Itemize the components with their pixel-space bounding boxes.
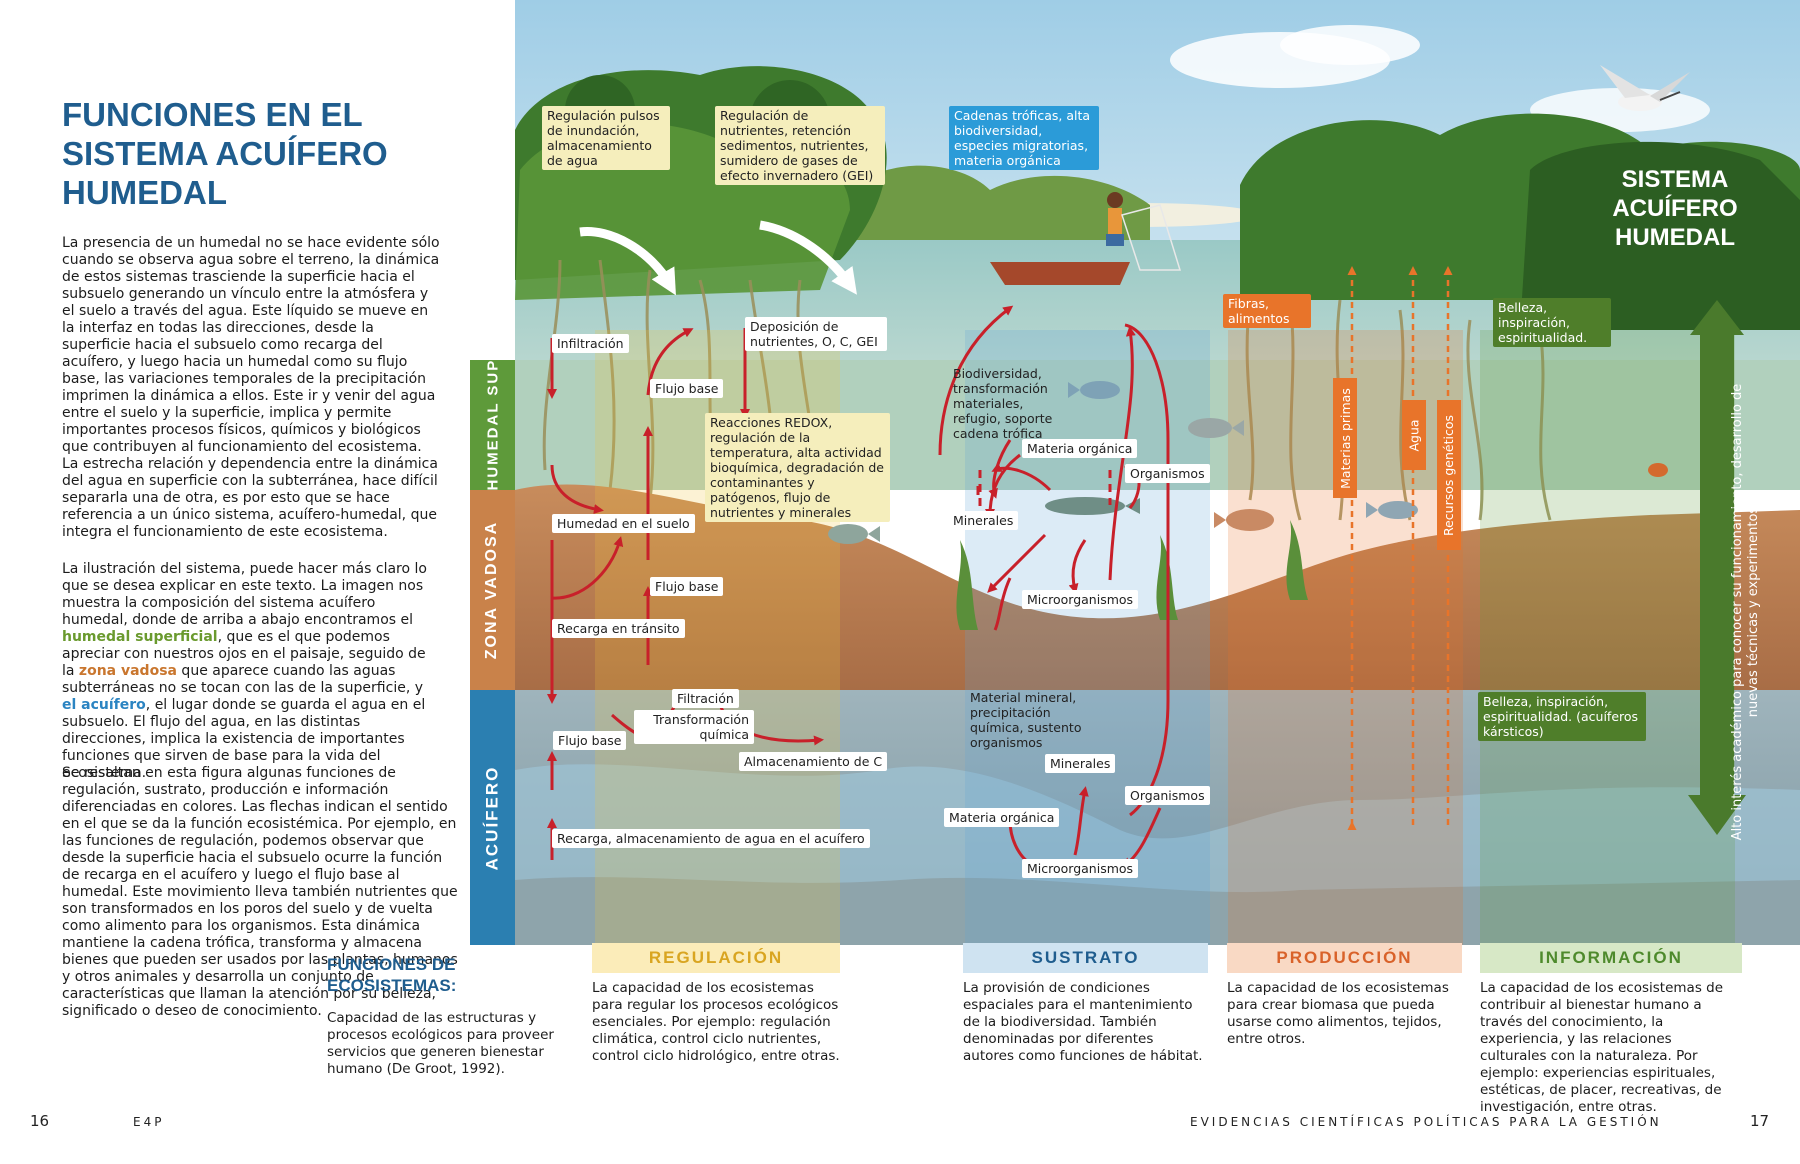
- zone-band-vadose: [470, 490, 515, 690]
- label-regulacion-nutrientes: Regulación de nutrientes, retención sedi…: [715, 106, 885, 185]
- crab-icon: [1648, 463, 1668, 477]
- functions-heading: FUNCIONES DE ECOSISTEMAS:: [327, 955, 457, 995]
- tag-materias-primas: Materias primas: [1333, 378, 1357, 498]
- label-flujo-base: Flujo base: [650, 577, 724, 596]
- tag-text: Recursos genéticos: [1441, 414, 1457, 536]
- label-microorganismos: Microorganismos: [1022, 590, 1139, 609]
- fish-icon: [1366, 501, 1418, 519]
- highlight-zona-vadosa: zona vadosa: [78, 663, 177, 679]
- paragraph-text: , el lugar donde se guarda el agua en el…: [62, 697, 426, 781]
- zone-label-text: ACUÍFERO: [482, 765, 502, 870]
- dashed-arrows: [978, 470, 1112, 520]
- category-sustrato-header: SUSTRATO: [963, 943, 1208, 973]
- label-minerales: Minerales: [1045, 754, 1116, 773]
- category-informacion-header: INFORMACIÓN: [1480, 943, 1742, 973]
- label-humedad-suelo: Humedad en el suelo: [552, 514, 695, 533]
- information-arrow: [1688, 300, 1746, 835]
- label-transformacion-quimica: Transformación química: [634, 710, 754, 744]
- label-reacciones-redox: Reacciones REDOX, regulación de la tempe…: [705, 413, 890, 522]
- zone-label-text: HUMEDAL SUPERFICIAL: [484, 273, 501, 490]
- label-organismos: Organismos: [1125, 464, 1210, 483]
- tag-recursos-geneticos: Recursos genéticos: [1437, 400, 1461, 550]
- fisherman-canoe-icon: [990, 192, 1182, 285]
- mangrove-canopy-right: [1520, 141, 1800, 330]
- zone-band-aquifer: [470, 690, 515, 945]
- intro-paragraph: La presencia de un humedal no se hace ev…: [62, 235, 440, 540]
- tag-text: Materias primas: [1337, 387, 1353, 489]
- paragraph-text: que aparece cuando las aguas subterránea…: [62, 663, 424, 696]
- rotated-text: Alto interés académico para conocer su f…: [1730, 383, 1761, 841]
- label-microorganismos: Microorganismos: [1022, 859, 1139, 878]
- page-title: FUNCIONES EN EL SISTEMA ACUÍFERO HUMEDAL: [62, 96, 388, 211]
- distant-forest: [830, 165, 1150, 240]
- tag-text: Agua: [1406, 418, 1422, 452]
- label-minerales: Minerales: [948, 511, 1019, 530]
- zone-band-surface: [470, 360, 515, 490]
- functions-definition: Capacidad de las estructuras y procesos …: [327, 1010, 554, 1077]
- tag-agua: Agua: [1402, 400, 1426, 470]
- page-number-left: 16: [30, 1112, 50, 1130]
- precipitation-arrow: [579, 227, 676, 296]
- highlight-humedal-superficial: humedal superficial: [62, 629, 218, 645]
- illustration-paragraph: La ilustración del sistema, puede hacer …: [62, 561, 440, 782]
- label-organismos: Organismos: [1125, 786, 1210, 805]
- label-regulacion-pulsos: Regulación pulsos de inundación, almacen…: [542, 106, 670, 170]
- precipitation-arrow: [759, 220, 857, 295]
- running-head-right: EVIDENCIAS CIENTÍFICAS POLÍTICAS PARA LA…: [1190, 1115, 1662, 1129]
- label-flujo-base: Flujo base: [650, 379, 724, 398]
- fish-icon: [1188, 418, 1244, 438]
- fish-icon: [1214, 509, 1274, 531]
- zone-label-text: ZONA VADOSA: [483, 520, 501, 660]
- label-belleza: Belleza, inspiración, espiritualidad.: [1493, 298, 1611, 347]
- highlight-acuifero: el acuífero: [62, 697, 146, 713]
- category-regulacion-header: REGULACIÓN: [592, 943, 840, 973]
- label-filtracion: Filtración: [672, 689, 739, 708]
- functions-paragraph: Se resaltan en esta figura algunas funci…: [62, 765, 458, 1019]
- cloud: [1280, 25, 1420, 65]
- category-informacion-body: La capacidad de los ecosistemas de contr…: [1480, 980, 1724, 1115]
- bird-icon: [1600, 65, 1690, 111]
- category-produccion-body: La capacidad de los ecosistemas para cre…: [1227, 980, 1449, 1047]
- label-flujo-base: Flujo base: [553, 731, 627, 750]
- label-deposicion: Deposición de nutrientes, O, C, GEI: [745, 317, 887, 351]
- label-cadenas-troficas: Cadenas tróficas, alta biodiversidad, es…: [949, 106, 1099, 170]
- label-belleza-karst: Belleza, inspiración, espiritualidad. (a…: [1478, 692, 1646, 741]
- page-number-right: 17: [1750, 1112, 1770, 1130]
- category-sustrato-body: La provisión de condiciones espaciales p…: [963, 980, 1203, 1064]
- category-regulacion-body: La capacidad de los ecosistemas para reg…: [592, 980, 840, 1064]
- label-biodiversidad: Biodiversidad, transformación materiales…: [953, 366, 1053, 441]
- zone-label-aquifer: ACUÍFERO: [470, 690, 515, 945]
- category-produccion-header: PRODUCCIÓN: [1227, 943, 1462, 973]
- label-material-mineral: Material mineral, precipitación química,…: [970, 690, 1082, 750]
- zone-label-vadose: ZONA VADOSA: [470, 490, 515, 690]
- zone-label-surface: HUMEDAL SUPERFICIAL: [470, 273, 515, 490]
- fish-icon: [1068, 381, 1120, 399]
- system-title: SISTEMA ACUÍFERO HUMEDAL: [1612, 166, 1738, 251]
- label-fibras: Fibras, alimentos: [1223, 294, 1311, 328]
- informacion-column: [1480, 330, 1735, 945]
- label-recarga-transito: Recarga en tránsito: [552, 619, 685, 638]
- label-recarga-acuifero: Recarga, almacenamiento de agua en el ac…: [552, 829, 870, 848]
- label-infiltracion: Infiltración: [552, 334, 629, 353]
- aquatic-plant-icon: [956, 520, 1308, 630]
- aquifer-base: [515, 877, 1800, 945]
- label-materia-organica: Materia orgánica: [1022, 439, 1138, 458]
- running-head-left: E4P: [133, 1115, 165, 1129]
- label-materia-organica: Materia orgánica: [944, 808, 1060, 827]
- label-almacenamiento-c: Almacenamiento de C: [739, 752, 888, 771]
- paragraph-text: La ilustración del sistema, puede hacer …: [62, 561, 427, 628]
- paragraph-text: , que es el que podemos apreciar con nue…: [62, 629, 426, 679]
- fish-icon: [828, 524, 880, 544]
